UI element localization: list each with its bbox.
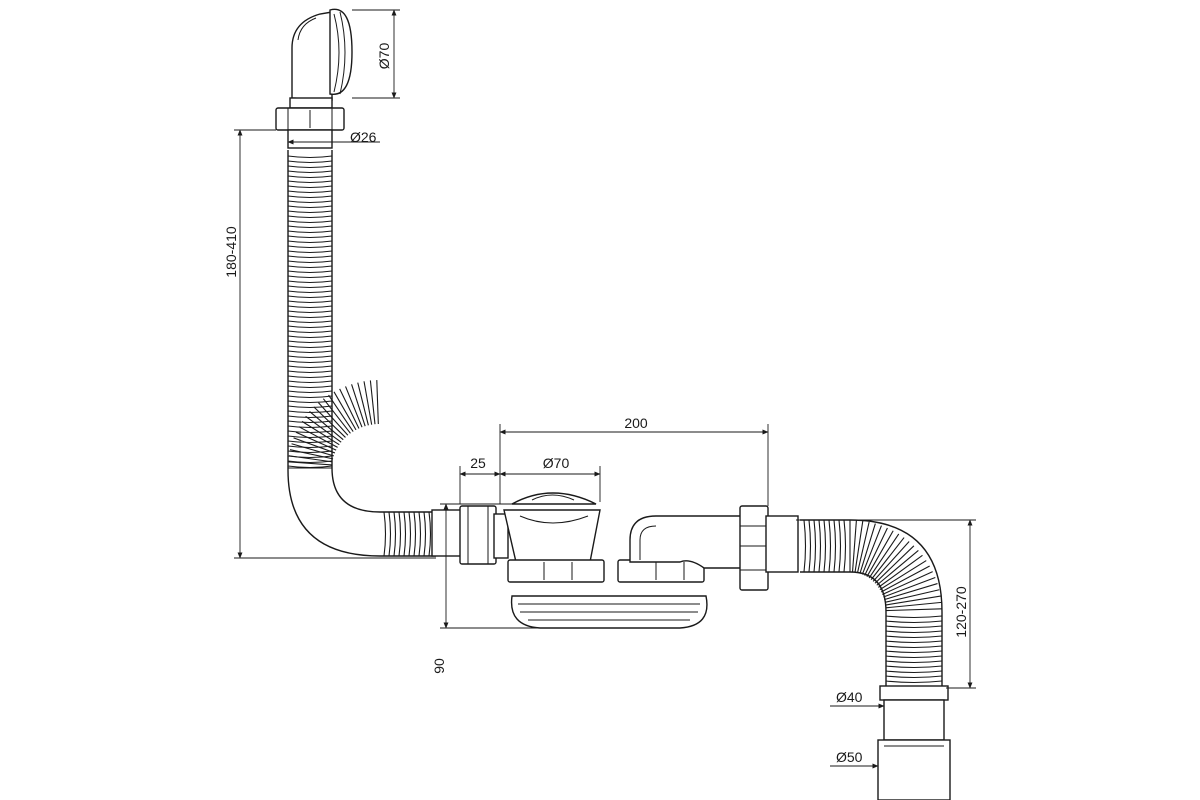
drain-height-label: 90 xyxy=(431,658,447,674)
overflow-head xyxy=(275,8,353,149)
outlet-diameter-small-label: Ø40 xyxy=(836,689,863,705)
dimension-lines xyxy=(234,9,976,769)
overflow-hose-length-label: 180-410 xyxy=(223,226,239,278)
outlet-diameter-large-label: Ø50 xyxy=(836,749,863,765)
overflow-head-diameter-label: Ø70 xyxy=(376,43,392,70)
drain-offset-label: 25 xyxy=(470,455,486,471)
outlet-hose xyxy=(800,519,943,686)
overflow-hose xyxy=(287,150,436,557)
outlet-hose-length-label: 120-270 xyxy=(953,586,969,638)
drain-diameter-label: Ø70 xyxy=(543,455,570,471)
overflow-hose-diameter-label: Ø26 xyxy=(350,129,377,145)
drain-body xyxy=(431,492,799,629)
outlet-spigot xyxy=(877,685,951,800)
drain-to-outlet-distance-label: 200 xyxy=(624,415,648,431)
